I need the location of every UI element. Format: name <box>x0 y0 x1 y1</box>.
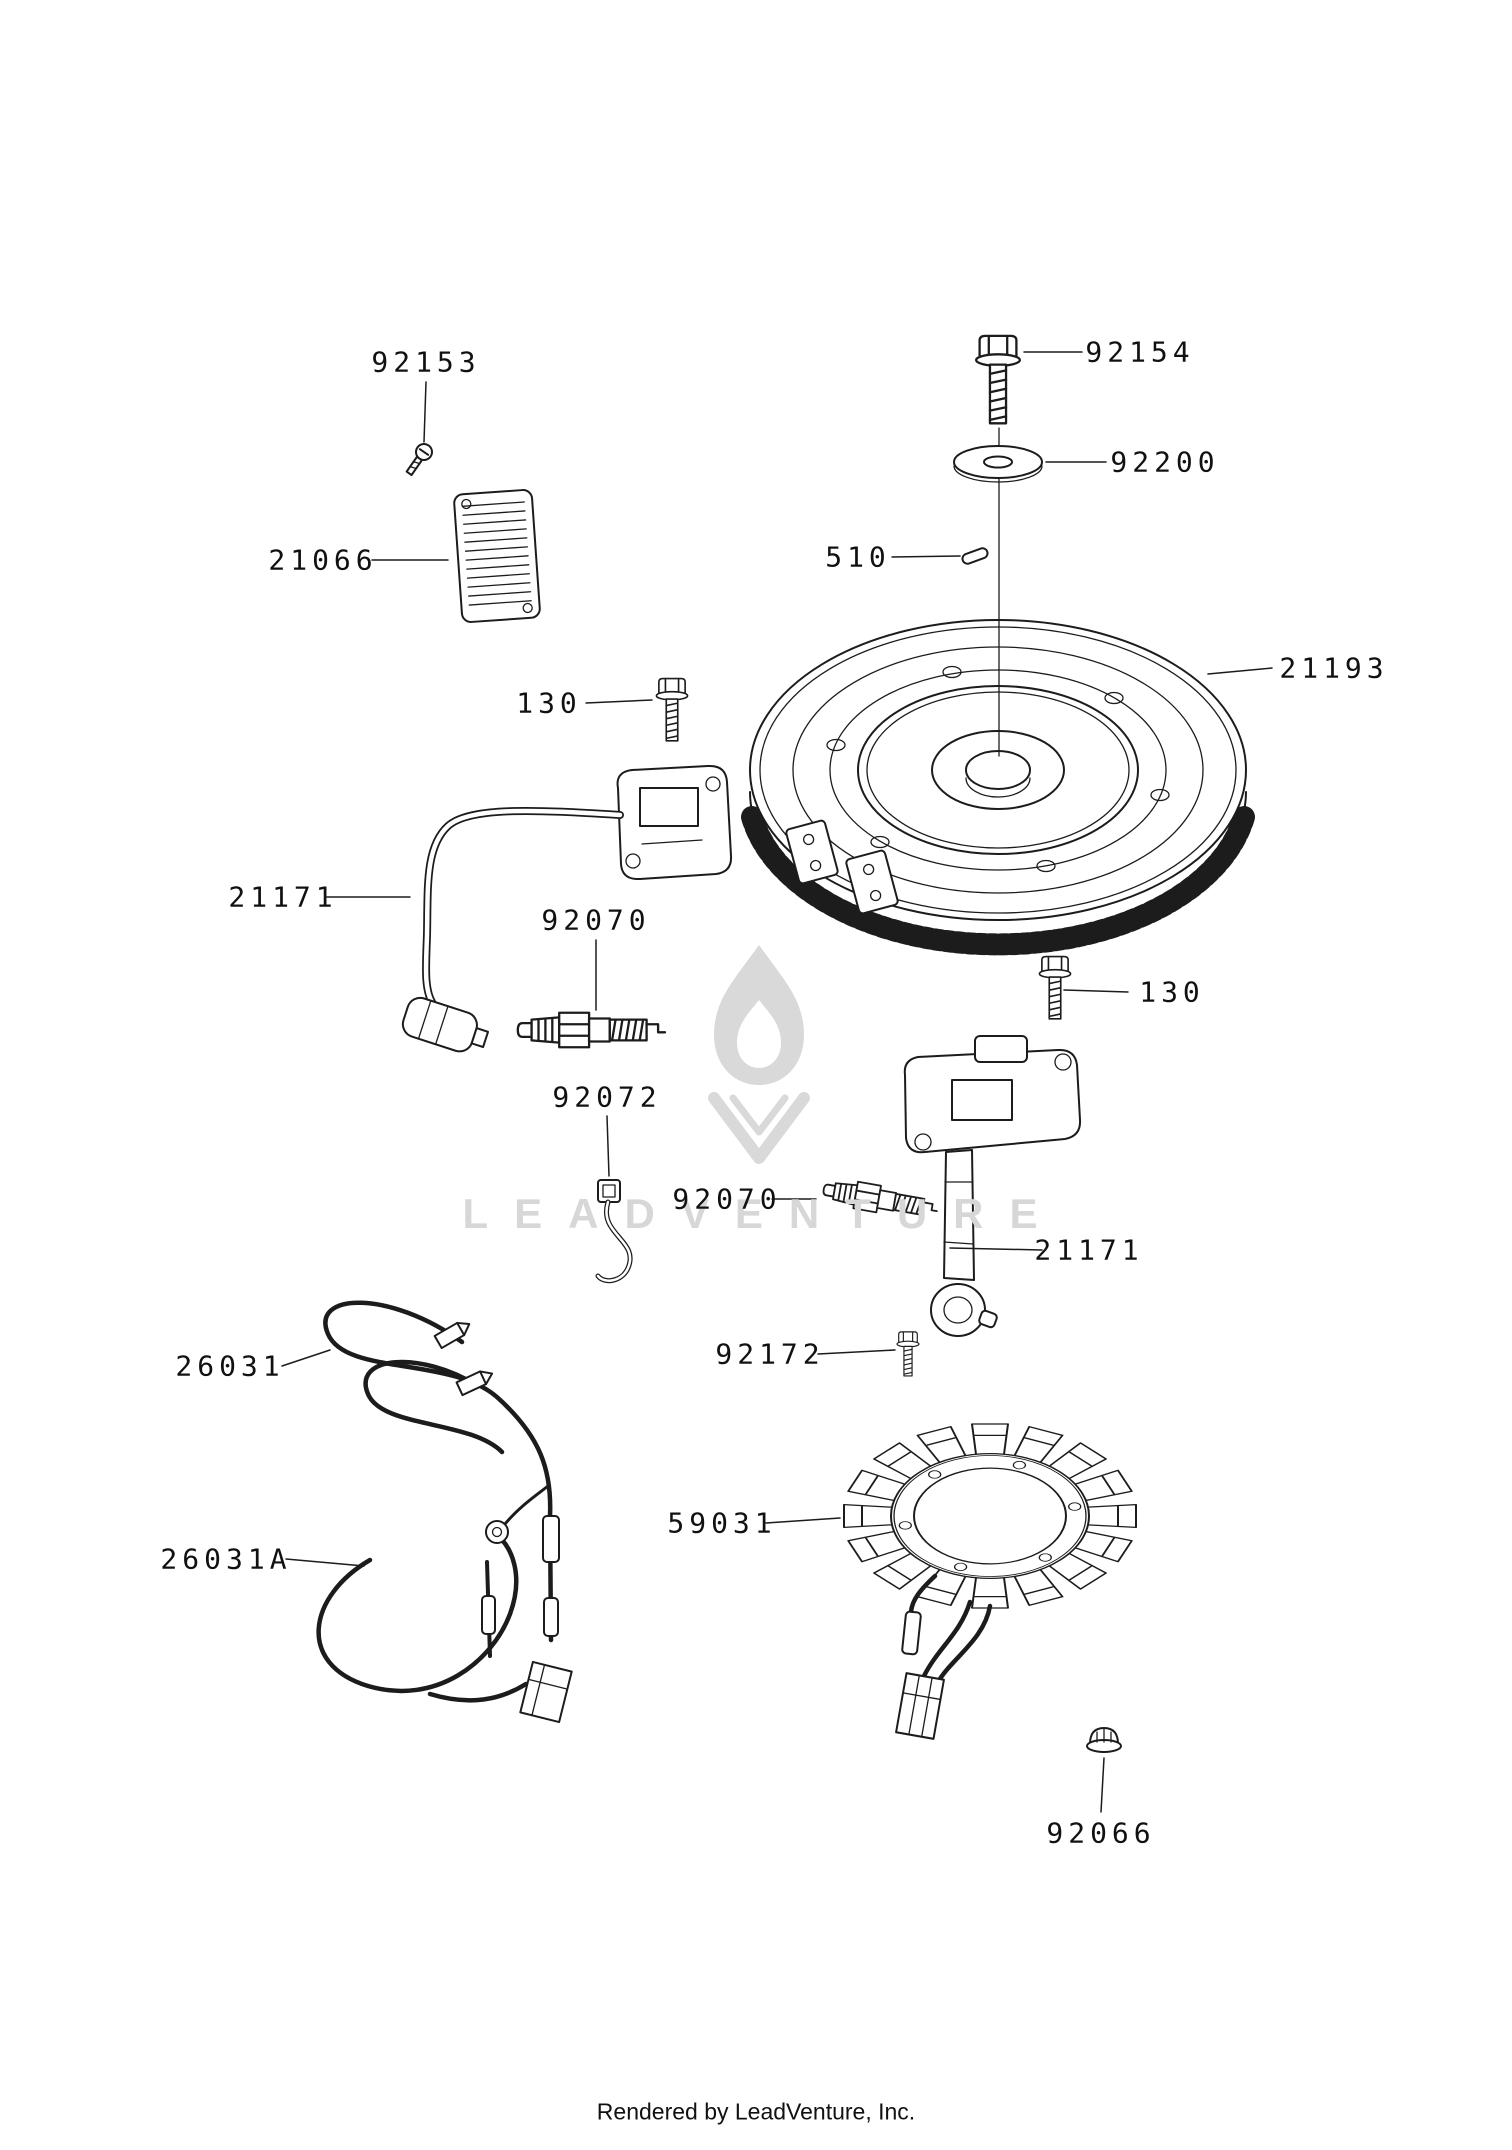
part-label-92200[interactable]: 92200 <box>1110 445 1220 479</box>
watermark-flame-logo <box>708 945 810 1164</box>
stator <box>843 1423 1137 1740</box>
coil-bolt-left <box>655 677 689 742</box>
coil-bolt-right <box>1038 955 1072 1020</box>
part-label-92153[interactable]: 92153 <box>371 345 481 379</box>
washer <box>953 445 1043 483</box>
leader-21193 <box>1207 667 1273 675</box>
part-label-59031[interactable]: 59031 <box>667 1506 777 1540</box>
part-label-92066[interactable]: 92066 <box>1046 1816 1156 1850</box>
leader-92072 <box>606 1115 610 1177</box>
ignition-coil-left <box>401 764 733 1053</box>
part-label-26031[interactable]: 26031 <box>175 1349 285 1383</box>
leader-26031 <box>281 1349 331 1367</box>
leader-92172 <box>817 1349 896 1355</box>
flywheel-bolt <box>975 334 1021 425</box>
footer-credit: Rendered by LeadVenture, Inc. <box>596 2098 916 2125</box>
ignition-coil-right <box>903 1035 1082 1337</box>
part-label-92172[interactable]: 92172 <box>715 1337 825 1371</box>
leader-510 <box>891 555 961 558</box>
spark-plug-upper <box>516 1011 667 1049</box>
wire-harness-26031 <box>323 1300 560 1643</box>
part-label-21193[interactable]: 21193 <box>1279 651 1389 685</box>
part-label-130-left[interactable]: 130 <box>516 686 582 720</box>
leader-26031A <box>285 1558 365 1567</box>
woodruff-key <box>961 547 989 565</box>
part-label-21171-right[interactable]: 21171 <box>1034 1233 1144 1267</box>
regulator-screw <box>405 443 433 477</box>
flywheel <box>741 619 1255 956</box>
part-label-510[interactable]: 510 <box>825 540 891 574</box>
wire-harness-26031A <box>316 1484 573 1724</box>
part-label-92070-upper[interactable]: 92070 <box>541 903 651 937</box>
part-label-92072[interactable]: 92072 <box>552 1080 662 1114</box>
leader-92153 <box>423 381 427 443</box>
cap-nut <box>1086 1727 1122 1753</box>
leader-130-left <box>585 699 653 704</box>
leader-130-right <box>1063 989 1129 993</box>
stator-screw <box>896 1331 920 1377</box>
leader-92066 <box>1100 1757 1105 1813</box>
part-label-92154[interactable]: 92154 <box>1085 335 1195 369</box>
part-label-21066[interactable]: 21066 <box>268 543 378 577</box>
leader-21171-right <box>949 1247 1043 1251</box>
part-label-130-right[interactable]: 130 <box>1139 975 1205 1009</box>
leader-59031 <box>765 1517 841 1524</box>
voltage-regulator <box>453 489 541 623</box>
watermark-text: LEADVENTURE <box>462 1190 1064 1237</box>
terminal-92072 <box>595 1179 633 1284</box>
part-label-92070-lower[interactable]: 92070 <box>672 1182 782 1216</box>
part-label-26031A[interactable]: 26031A <box>160 1542 292 1576</box>
part-label-21171-left[interactable]: 21171 <box>228 880 338 914</box>
leader-lines <box>281 351 1273 1813</box>
